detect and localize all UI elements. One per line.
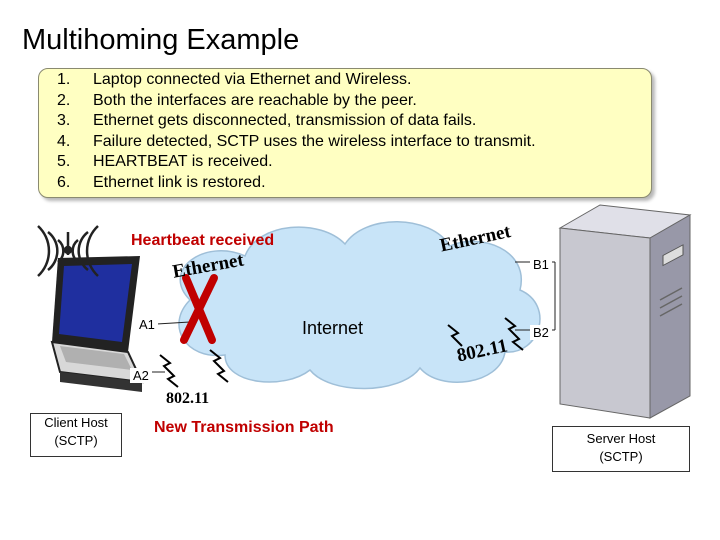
server-icon (558, 204, 692, 419)
address-a1: A1 (136, 317, 158, 332)
client-host-protocol: (SCTP) (54, 433, 98, 448)
laptop-icon (50, 256, 144, 392)
address-b1: B1 (530, 257, 552, 272)
wireless-link-icon (159, 317, 524, 388)
server-host-protocol: (SCTP) (599, 449, 643, 464)
step-text: Ethernet gets disconnected, transmission… (93, 112, 477, 130)
step-text: Laptop connected via Ethernet and Wirele… (93, 71, 412, 88)
step-item: 4. Failure detected, SCTP uses the wirele… (57, 132, 536, 153)
step-number: 5. (57, 153, 71, 171)
step-text: Ethernet link is restored. (93, 173, 266, 191)
server-host-name: Server Host (586, 431, 656, 446)
step-text: HEARTBEAT is received. (93, 153, 273, 171)
step-item: 2. Both the interfaces are reachable by t… (57, 91, 536, 112)
step-item: 3. Ethernet gets disconnected, transmissi… (57, 111, 536, 132)
step-number: 4. (57, 132, 71, 150)
steps-box: 1. Laptop connected via Ethernet and Wire… (38, 68, 652, 198)
new-path-label: New Transmission Path (154, 419, 334, 436)
internet-label: Internet (302, 318, 364, 338)
step-number: 1. (57, 71, 71, 88)
client-host-label: Client Host (SCTP) (30, 413, 122, 457)
step-item: 1. Laptop connected via Ethernet and Wire… (57, 70, 536, 91)
wifi-left-label: 802.11 (166, 390, 210, 407)
wireless-signal-icon (37, 225, 99, 277)
step-item: 6. Ethernet link is restored. (57, 173, 536, 194)
step-text: Both the interfaces are reachable by the… (93, 91, 417, 109)
client-host-name: Client Host (44, 415, 108, 430)
step-number: 6. (57, 173, 71, 191)
link-failure-x-icon (180, 274, 218, 344)
step-item: 5. HEARTBEAT is received. (57, 152, 536, 173)
step-number: 2. (57, 91, 71, 109)
step-number: 3. (57, 112, 71, 130)
server-host-label: Server Host (SCTP) (552, 426, 690, 472)
address-a2: A2 (130, 368, 152, 383)
address-b2: B2 (530, 325, 552, 340)
page-title: Multihoming Example (22, 24, 300, 56)
internet-cloud (178, 221, 541, 390)
steps-list: 1. Laptop connected via Ethernet and Wire… (57, 70, 536, 194)
step-text: Failure detected, SCTP uses the wireless… (93, 132, 536, 150)
heartbeat-label: Heartbeat received (131, 232, 275, 249)
